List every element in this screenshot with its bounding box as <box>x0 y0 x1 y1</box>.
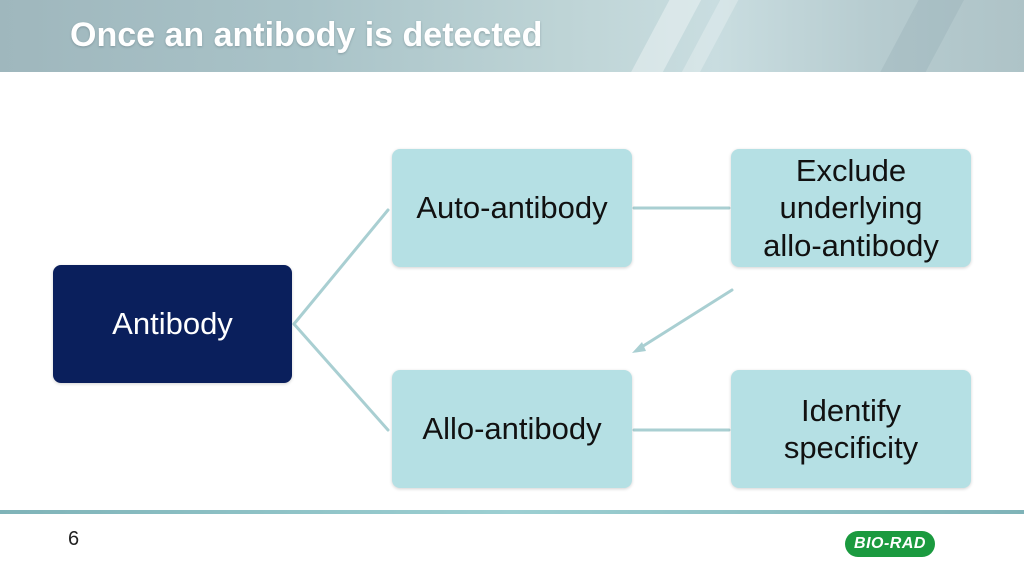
connector-root-to-auto <box>292 208 390 326</box>
node-exclude-label: Exclude underlying allo-antibody <box>763 153 939 263</box>
node-identify-label: Identify specificity <box>783 392 919 465</box>
node-antibody-label: Antibody <box>112 306 233 342</box>
connector-exclude-to-allo <box>638 288 734 350</box>
page-number: 6 <box>68 528 80 550</box>
header-banner: Once an antibody is detected <box>0 0 1024 72</box>
node-auto-antibody: Auto-antibody <box>392 149 632 267</box>
node-antibody: Antibody <box>53 265 292 383</box>
slide-title: Once an antibody is detected <box>70 16 543 54</box>
node-allo-antibody-label: Allo-antibody <box>422 411 602 447</box>
connector-root-to-allo <box>292 322 390 432</box>
bio-rad-logo: BIO-RAD <box>845 531 935 557</box>
node-exclude-allo-antibody: Exclude underlying allo-antibody <box>731 149 971 267</box>
node-auto-antibody-label: Auto-antibody <box>416 190 608 226</box>
node-identify-specificity: Identify specificity <box>731 370 971 488</box>
node-allo-antibody: Allo-antibody <box>392 370 632 488</box>
footer-divider <box>0 510 1024 514</box>
arrowhead-icon <box>632 342 646 353</box>
